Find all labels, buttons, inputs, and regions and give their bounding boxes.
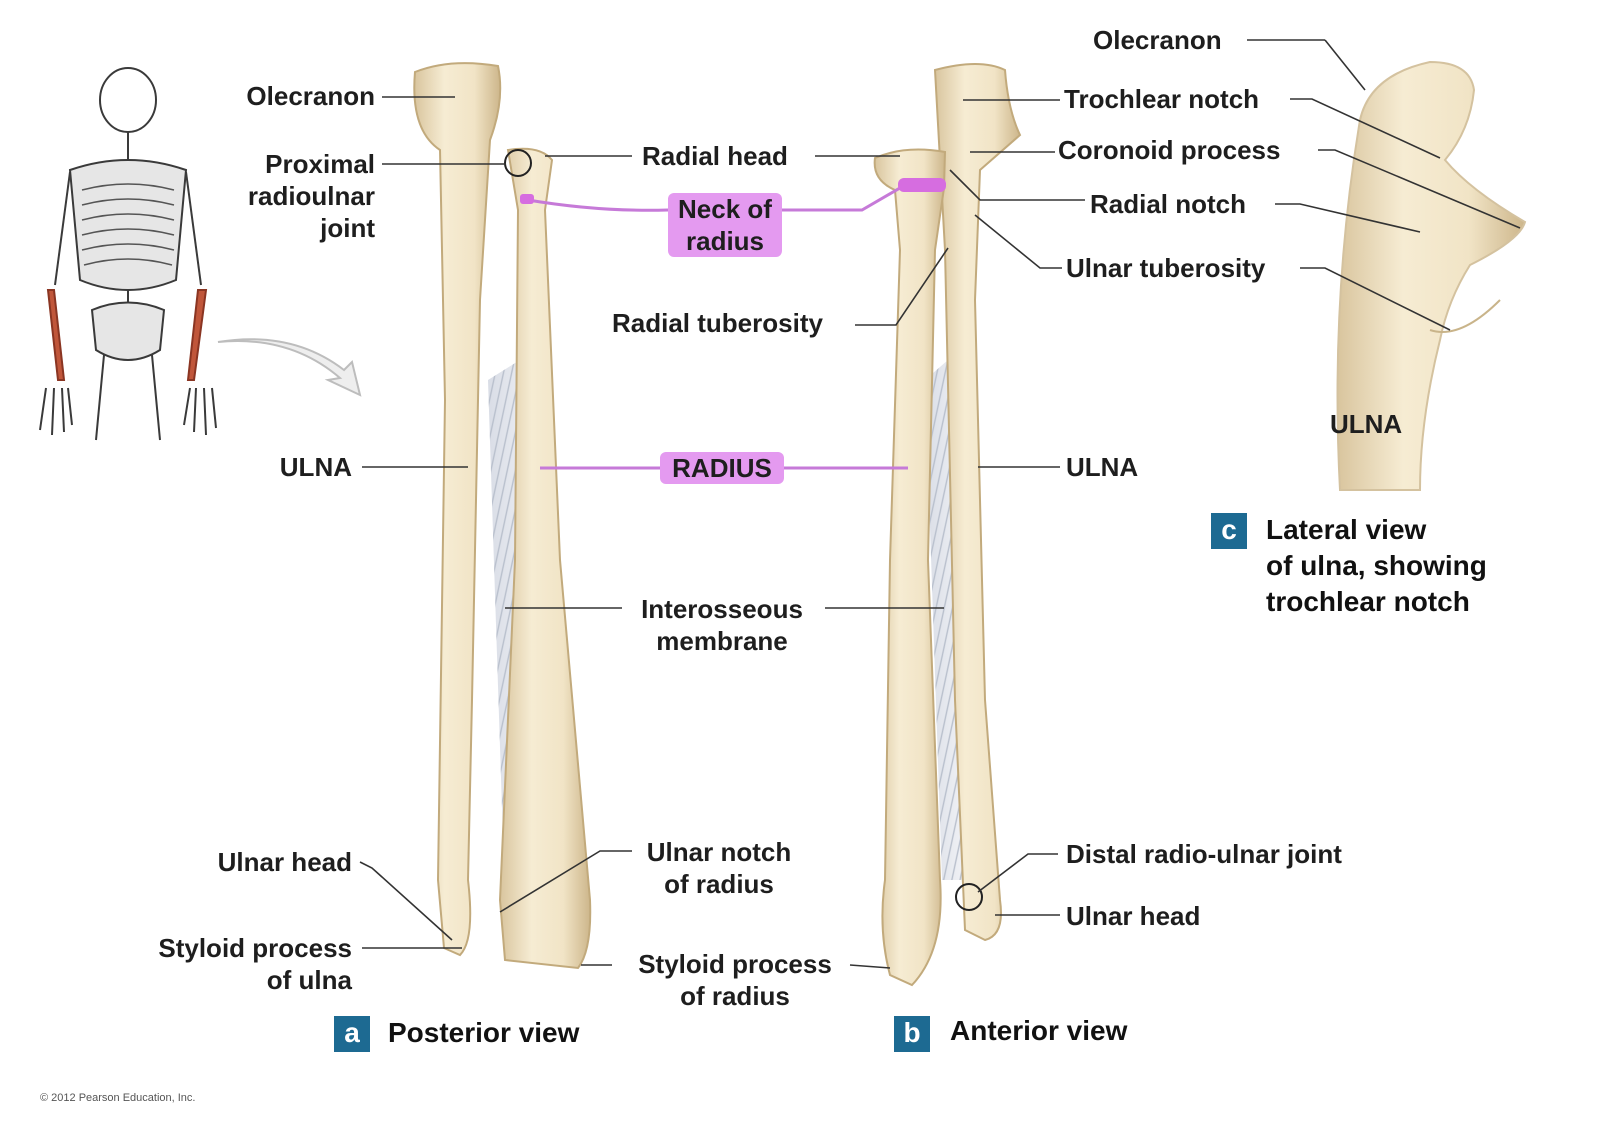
label-ulnar-notch-of-radius: Ulnar notch of radius [634, 836, 804, 900]
label-proximal-radioulnar-joint: Proximal radioulnar joint [248, 148, 375, 244]
label-radial-head: Radial head [642, 140, 788, 172]
caption-badge-b: b [894, 1016, 930, 1052]
copyright-notice: © 2012 Pearson Education, Inc. [40, 1092, 195, 1104]
neck-highlight-anterior [898, 178, 946, 192]
label-radial-tuberosity: Radial tuberosity [612, 307, 823, 339]
neck-highlight-posterior [520, 194, 534, 204]
label-neck-of-radius: Neck of radius [668, 193, 782, 257]
caption-anterior-view: Anterior view [950, 1013, 1127, 1049]
label-olecranon-posterior: Olecranon [246, 80, 375, 112]
posterior-forearm [414, 63, 590, 968]
label-ulnar-head-anterior: Ulnar head [1066, 900, 1200, 932]
caption-badge-a: a [334, 1016, 370, 1052]
label-coronoid-process: Coronoid process [1058, 134, 1280, 166]
anterior-forearm [875, 64, 1020, 985]
label-interosseous-membrane: Interosseous membrane [622, 593, 822, 657]
label-ulnar-tuberosity: Ulnar tuberosity [1066, 252, 1265, 284]
label-ulnar-head-posterior: Ulnar head [218, 846, 352, 878]
label-trochlear-notch: Trochlear notch [1064, 83, 1259, 115]
pointer-arrow [218, 339, 360, 395]
label-distal-radioulnar-joint: Distal radio-ulnar joint [1066, 838, 1342, 870]
label-ulna-anterior: ULNA [1066, 451, 1138, 483]
label-olecranon-lateral: Olecranon [1093, 24, 1222, 56]
label-ulna-posterior: ULNA [280, 451, 352, 483]
label-ulna-lateral: ULNA [1330, 408, 1402, 440]
label-radial-notch: Radial notch [1090, 188, 1246, 220]
caption-badge-c: c [1211, 513, 1247, 549]
label-styloid-process-radius: Styloid process of radius [620, 948, 850, 1012]
caption-posterior-view: Posterior view [388, 1015, 579, 1051]
caption-lateral-view: Lateral view of ulna, showing trochlear … [1266, 512, 1487, 620]
skeleton-thumbnail [40, 68, 216, 440]
label-styloid-process-ulna: Styloid process of ulna [158, 932, 352, 996]
label-radius: RADIUS [660, 452, 784, 484]
